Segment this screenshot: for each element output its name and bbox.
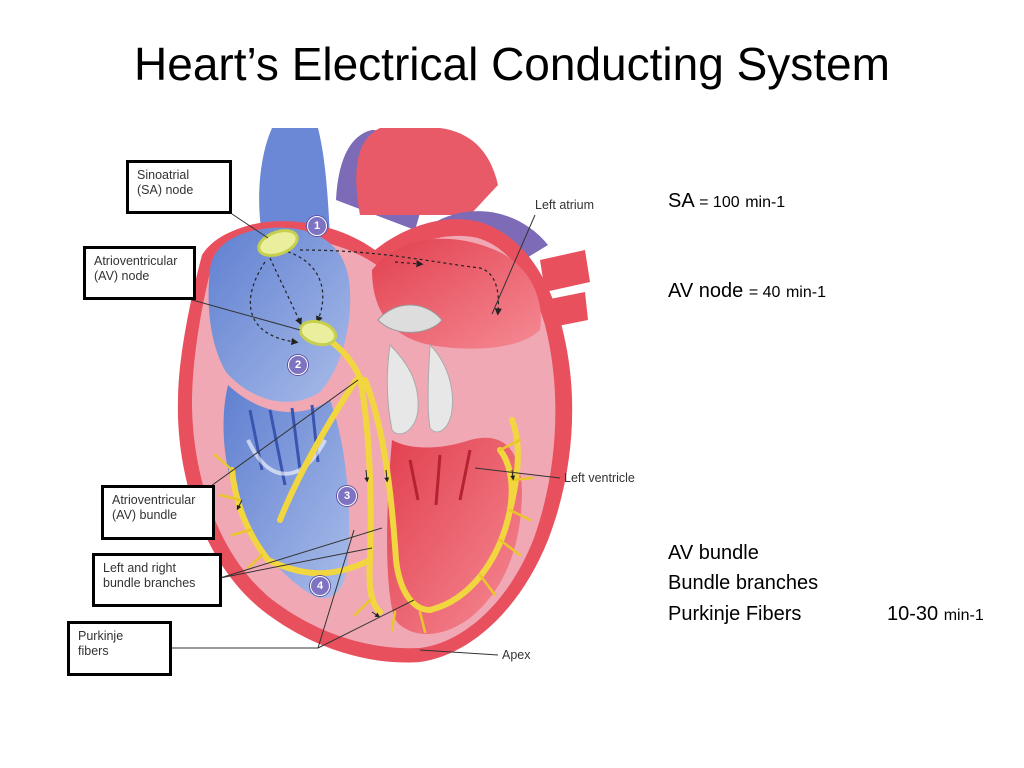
tricuspid-valve: [248, 404, 320, 486]
lower-rate-line1: AV bundle: [668, 542, 759, 564]
sa-label: SA: [668, 190, 694, 212]
conduction-pathway: [229, 332, 521, 615]
left-atrium-label: Left atrium: [535, 198, 595, 212]
lower-rate-value: 10-30 min-1: [887, 602, 984, 628]
pulmonary-vein-right: [540, 250, 590, 292]
aortic-valve: [377, 304, 443, 333]
sa-value: = 100: [699, 194, 740, 211]
superior-vena-cava: [259, 128, 330, 235]
lower-rate-number: 10-30: [887, 603, 939, 625]
sa-rate-note: SA = 100 min-1: [668, 189, 785, 215]
av-node-label: Atrioventricular (AV) node: [83, 246, 196, 300]
mitral-valve: [386, 343, 419, 435]
aorta: [356, 128, 498, 215]
purkinje-fibers-label: Purkinje fibers: [67, 621, 172, 676]
apex-label: Apex: [502, 648, 531, 662]
step-badge-4: 4: [310, 576, 330, 596]
av-node-value: = 40: [748, 284, 781, 301]
right-atrium: [208, 227, 351, 402]
conduction-arrows: [236, 469, 516, 618]
left-ventricle-label: Left ventricle: [564, 471, 635, 485]
av-node: [298, 319, 338, 347]
impulse-paths: [249, 249, 502, 346]
av-node-label-text: AV node: [668, 280, 744, 302]
bundle-branches-label: Left and right bundle branches: [92, 553, 222, 607]
step-badge-2: 2: [288, 355, 308, 375]
lower-rate-line2: Bundle branches: [668, 572, 819, 594]
lower-rate-unit: min-1: [943, 607, 984, 624]
papillary-muscles: [408, 449, 472, 506]
lower-rate-line3: Purkinje Fibers: [668, 603, 802, 625]
sa-node: [257, 229, 299, 257]
av-bundle-label: Atrioventricular (AV) bundle: [101, 485, 215, 540]
av-node-rate-note: AV node = 40 min-1: [668, 279, 826, 305]
step-badge-1: 1: [307, 216, 327, 236]
step-badge-3: 3: [337, 486, 357, 506]
av-node-unit: min-1: [785, 284, 826, 301]
sa-node-label: Sinoatrial (SA) node: [126, 160, 232, 214]
page-title: Heart’s Electrical Conducting System: [134, 38, 890, 90]
sa-unit: min-1: [745, 194, 786, 211]
purkinje-branches: [213, 438, 534, 634]
